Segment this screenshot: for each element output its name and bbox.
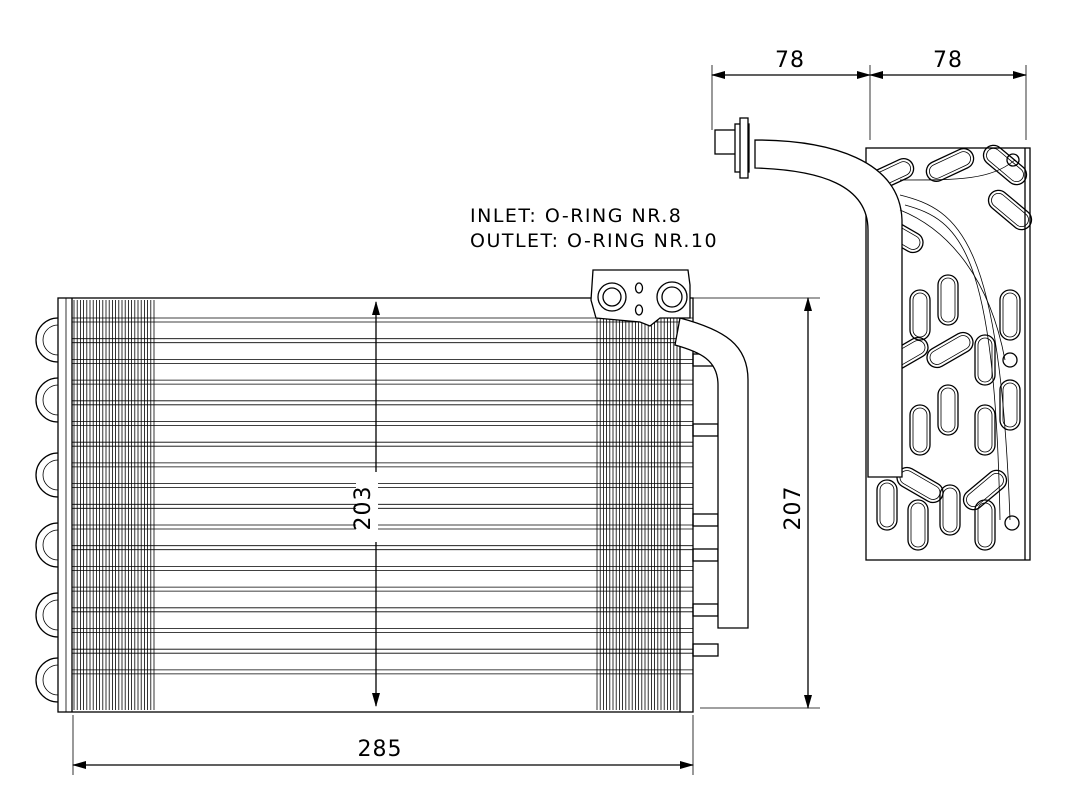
- rear-tube-ends: [692, 353, 719, 657]
- tubes: [65, 298, 693, 712]
- fins: [73, 300, 678, 710]
- dimension-lines: [72, 65, 1027, 775]
- header-bulges: [35, 317, 59, 703]
- side-pipe: [754, 139, 903, 478]
- pipe-fitting: [714, 129, 738, 155]
- inlet-port: [597, 282, 627, 312]
- dim-depth-right: 78: [933, 48, 963, 73]
- dim-core-height: 203: [351, 486, 376, 531]
- side-outline: [865, 147, 1031, 561]
- front-view: [35, 269, 749, 713]
- side-view: [714, 117, 1033, 561]
- core-outline: [57, 297, 694, 713]
- dim-depth-left: 78: [775, 48, 805, 73]
- dim-width: 285: [358, 737, 403, 762]
- outlet-pipe: [674, 317, 749, 629]
- dim-total-height: 207: [781, 486, 806, 531]
- outlet-note: OUTLET: O-RING NR.10: [470, 230, 718, 252]
- inlet-note: INLET: O-RING NR.8: [470, 205, 682, 227]
